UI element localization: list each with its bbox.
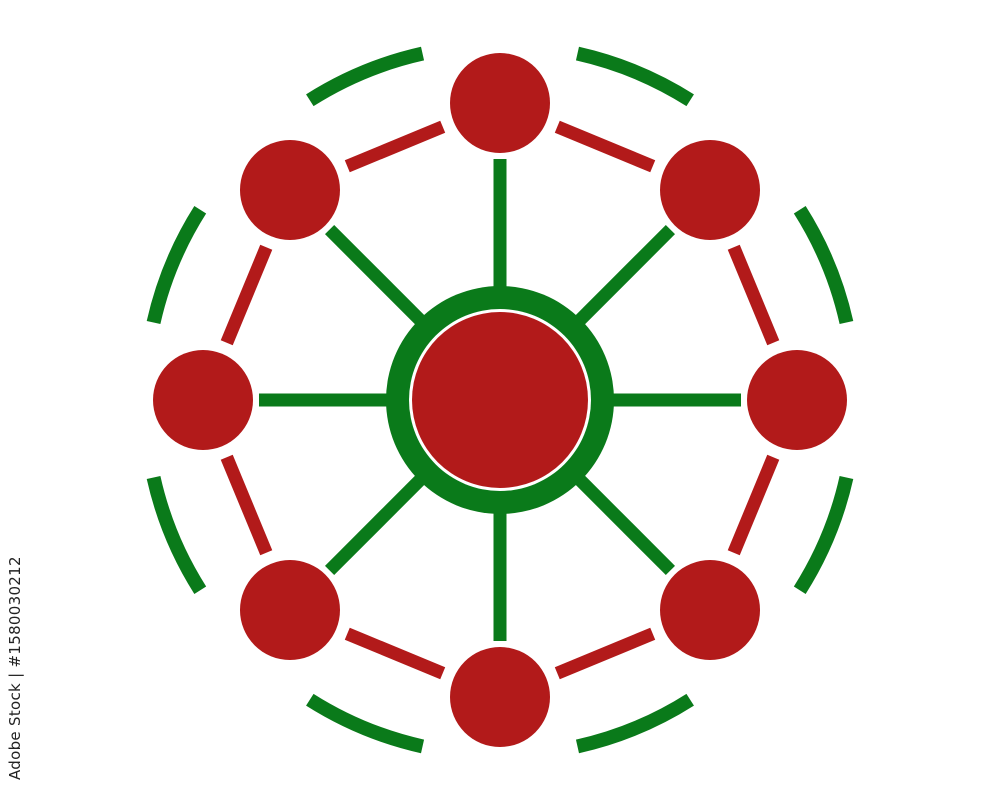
perimeter-link <box>727 454 780 556</box>
perimeter-link <box>727 244 780 346</box>
outer-ring-arc <box>575 46 694 107</box>
perimeter-link <box>554 627 656 680</box>
outer-nodes <box>153 53 847 747</box>
outer-ring-arc <box>306 693 425 754</box>
perimeter-link <box>220 244 273 346</box>
stock-id-watermark: Adobe Stock | #1580030212 <box>6 556 24 780</box>
outer-ring-arc <box>793 206 854 325</box>
outer-ring-arc <box>146 206 207 325</box>
spoke <box>573 473 676 576</box>
outer-node <box>239 560 340 661</box>
perimeter-link <box>554 120 656 173</box>
outer-node <box>747 350 847 450</box>
outer-node <box>450 647 550 747</box>
spoke <box>573 224 676 327</box>
perimeter-link <box>220 454 273 556</box>
outer-node <box>153 350 253 450</box>
outer-ring-arc <box>146 475 207 594</box>
perimeter-link <box>344 627 446 680</box>
outer-ring-arc <box>575 693 694 754</box>
outer-ring-arc <box>306 46 425 107</box>
hub <box>386 286 614 514</box>
spoke <box>324 473 427 576</box>
outer-ring <box>146 46 854 754</box>
spoke <box>324 224 427 327</box>
outer-node <box>660 560 761 661</box>
outer-ring-arc <box>793 475 854 594</box>
outer-node <box>450 53 550 153</box>
hub-node <box>412 312 588 488</box>
spokes <box>259 159 741 641</box>
outer-node <box>660 139 761 240</box>
perimeter-links <box>220 120 780 680</box>
perimeter-link <box>344 120 446 173</box>
outer-node <box>239 139 340 240</box>
